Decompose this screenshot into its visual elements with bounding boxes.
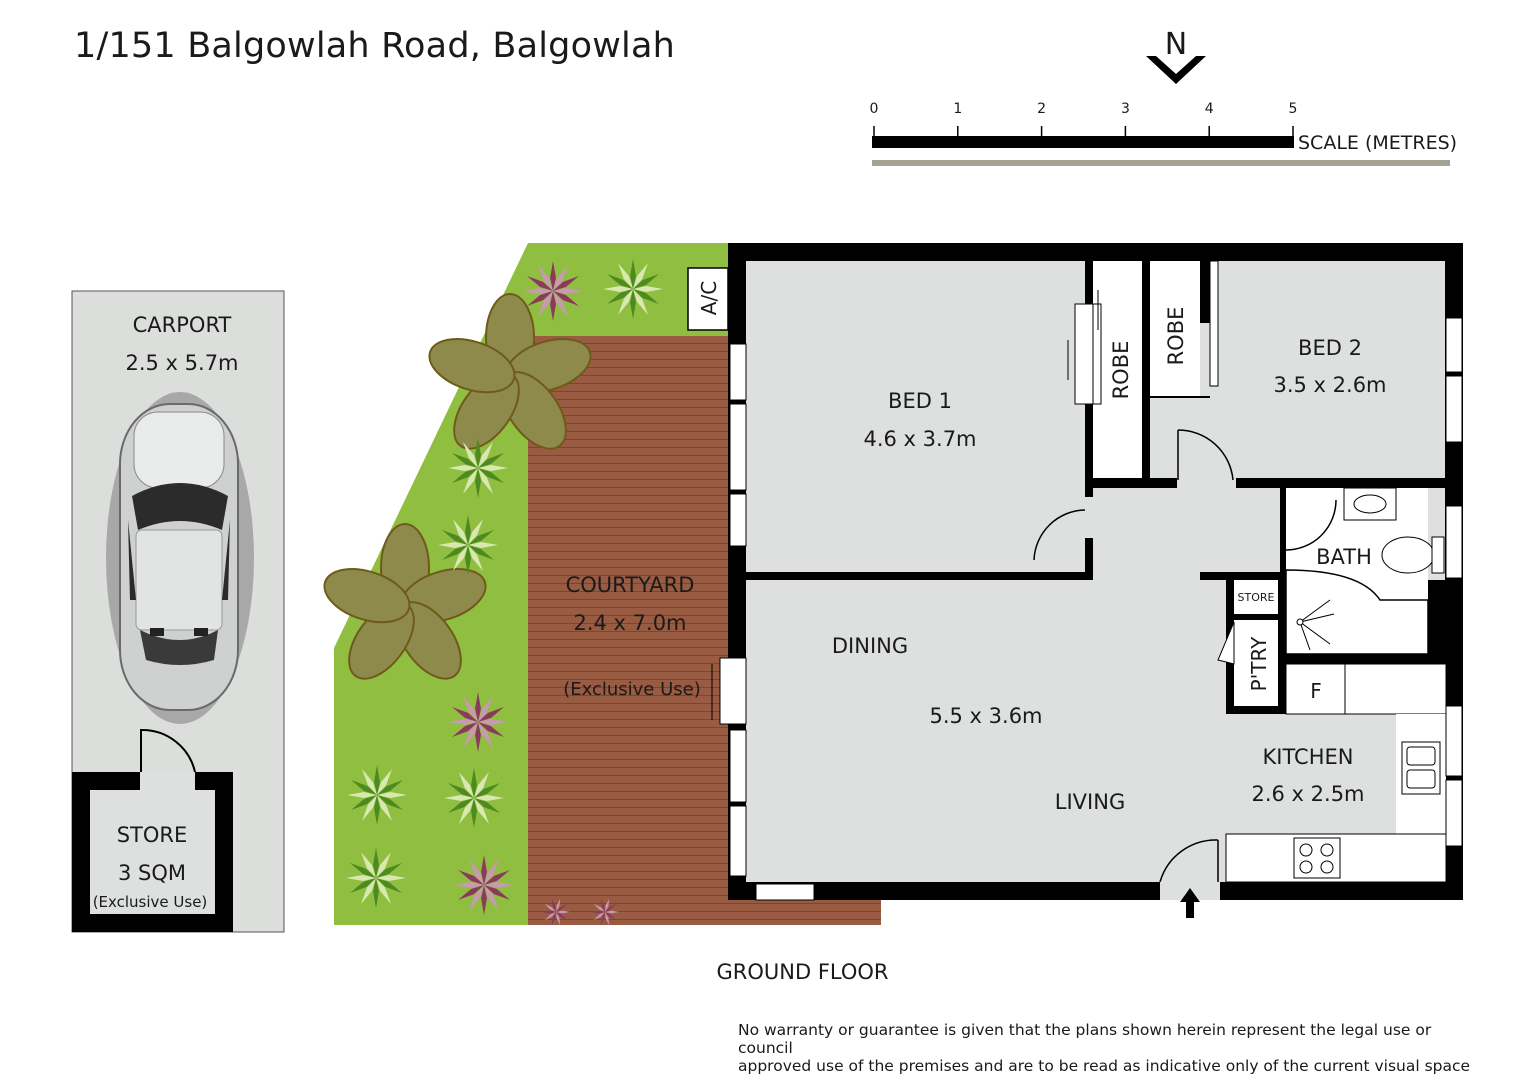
- ac-unit: [687, 267, 729, 331]
- scale-bar: 0 1 2 3 4 5 SCALE (METRES): [870, 101, 1457, 166]
- north-label: N: [1165, 27, 1187, 62]
- plant-icon: [438, 515, 498, 575]
- kitchen-size: 2.6 x 2.5m: [1251, 782, 1364, 806]
- plant-icon: [347, 765, 407, 825]
- ac-label: A/C: [697, 281, 721, 315]
- outside-store-size: 3 SQM: [118, 861, 186, 885]
- plant-icon: [448, 692, 508, 752]
- entry-arrow-icon: [1180, 888, 1200, 918]
- bed1-label: BED 1: [888, 389, 952, 413]
- outside-store-label: STORE: [117, 823, 188, 847]
- toilet-icon: [1381, 536, 1435, 574]
- scale-tick-label: 1: [953, 101, 962, 117]
- robe-1: ROBE: [1067, 261, 1142, 478]
- robe-2: ROBE: [1150, 260, 1219, 398]
- disclaimer: No warranty or guarantee is given that t…: [738, 1021, 1478, 1075]
- plant-icon: [346, 848, 406, 908]
- outside-store-note: (Exclusive Use): [93, 893, 208, 911]
- carport-size: 2.5 x 5.7m: [125, 351, 238, 375]
- tree-icon: [428, 293, 592, 450]
- plant-icon: [523, 261, 583, 321]
- kitchen-label: KITCHEN: [1263, 745, 1354, 769]
- shower-icon: [1285, 569, 1429, 655]
- scale-tick-label: 2: [1037, 101, 1046, 117]
- disclaimer-line-2: approved use of the premises and are to …: [738, 1057, 1471, 1075]
- bed2-size: 3.5 x 2.6m: [1273, 373, 1386, 397]
- disclaimer-line-1: No warranty or guarantee is given that t…: [738, 1021, 1432, 1057]
- plant-icon: [542, 898, 570, 926]
- plant-icon: [591, 898, 619, 926]
- dining-label: DINING: [832, 634, 908, 658]
- bath-label: BATH: [1316, 545, 1372, 569]
- page-title: 1/151 Balgowlah Road, Balgowlah: [74, 26, 675, 66]
- scale-tick-label: 4: [1205, 101, 1214, 117]
- scale-tick-label: 5: [1289, 101, 1298, 117]
- courtyard-note: (Exclusive Use): [563, 679, 701, 700]
- scale-label: SCALE (METRES): [1298, 132, 1457, 154]
- courtyard-deck: [528, 336, 881, 925]
- plant-icon: [603, 259, 663, 319]
- robe-2-label: ROBE: [1164, 307, 1188, 366]
- bed1-size: 4.6 x 3.7m: [863, 427, 976, 451]
- robe-1-label: ROBE: [1109, 341, 1133, 400]
- fridge-label: F: [1310, 679, 1322, 703]
- floor-label: GROUND FLOOR: [716, 960, 889, 984]
- bathroom: BATH: [1285, 487, 1445, 655]
- plant-icon: [444, 768, 504, 828]
- car-icon: [106, 392, 254, 724]
- carport-label: CARPORT: [133, 313, 232, 337]
- sink-icon: [1401, 741, 1441, 795]
- plant-icon: [448, 438, 508, 498]
- plant-icon: [454, 855, 514, 915]
- windows: [719, 317, 1463, 901]
- outside-store-floor: [90, 790, 215, 914]
- tree-icon: [323, 523, 487, 680]
- scale-tick-label: 3: [1121, 101, 1130, 117]
- pantry-label: P'TRY: [1247, 636, 1271, 691]
- courtyard-size: 2.4 x 7.0m: [573, 611, 686, 635]
- doors: [1033, 429, 1337, 883]
- cooktop-icon: [1293, 837, 1341, 879]
- garden-plants: [323, 259, 663, 926]
- kitchen: F KITCHEN 2.6 x 2.5m: [1225, 663, 1447, 883]
- courtyard-label: COURTYARD: [566, 573, 695, 597]
- living-label: LIVING: [1055, 790, 1125, 814]
- scale-tick-label: 0: [870, 101, 879, 117]
- basin-icon: [1343, 487, 1397, 521]
- bed2-label: BED 2: [1298, 336, 1362, 360]
- north-arrow-icon: N: [1146, 27, 1206, 84]
- living-size: 5.5 x 3.6m: [929, 704, 1042, 728]
- inside-store-label: STORE: [1238, 591, 1275, 604]
